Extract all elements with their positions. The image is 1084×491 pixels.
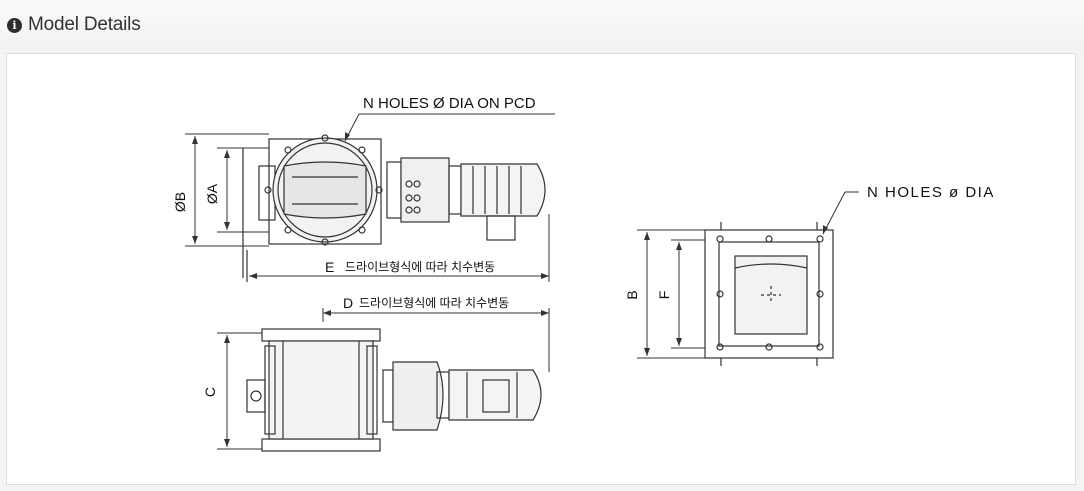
section-header: i Model Details (0, 0, 1084, 50)
arrowheads (192, 132, 828, 447)
model-drawing-panel: N HOLES Ø DIA ON PCD N HOLES ø DIA ØB ØA… (6, 53, 1076, 485)
dim-label-ob: ØB (172, 192, 188, 212)
callout-flange-holes: N HOLES ø DIA (867, 184, 995, 201)
dim-label-f: F (656, 291, 672, 300)
dimension-lines (185, 113, 859, 450)
info-icon: i (7, 18, 22, 33)
section-title: Model Details (28, 14, 141, 35)
dim-label-b: B (624, 290, 640, 299)
valve-front-view (242, 134, 546, 282)
dim-label-e: E (325, 259, 334, 275)
valve-side-view (246, 328, 542, 452)
callout-pcd-holes: N HOLES Ø DIA ON PCD (363, 95, 536, 112)
dim-note-e: 드라이브형식에 따라 치수변동 (345, 260, 495, 274)
flange-view (704, 222, 834, 366)
dim-label-oa: ØA (204, 183, 220, 204)
dim-label-c: C (202, 387, 218, 397)
dimension-drawing: N HOLES Ø DIA ON PCD N HOLES ø DIA ØB ØA… (172, 95, 995, 452)
dim-note-d: 드라이브형식에 따라 치수변동 (359, 296, 509, 310)
dim-label-d: D (343, 295, 353, 311)
